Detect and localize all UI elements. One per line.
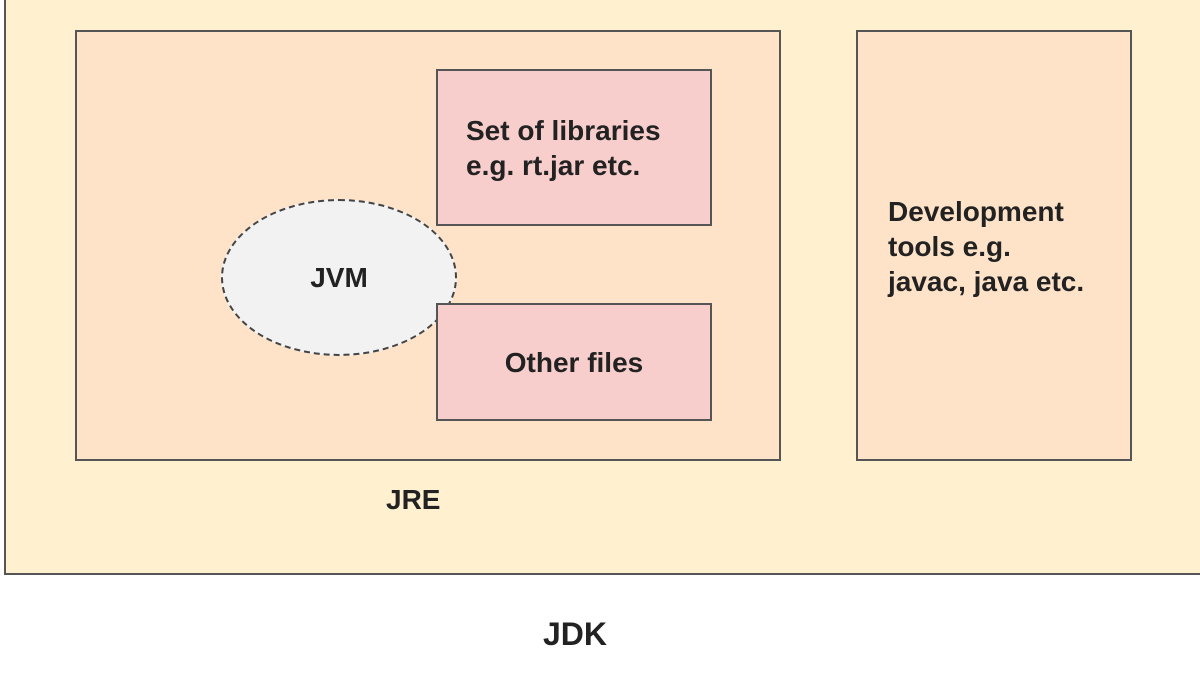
jre-label: JRE	[386, 484, 441, 515]
development-tools-node: Development tools e.g. javac, java etc.	[856, 30, 1132, 461]
other-files-label: Other files	[504, 346, 644, 378]
jvm-node: JVM	[221, 199, 457, 356]
other-files-node: Other files	[436, 303, 712, 421]
jdk-label: JDK	[543, 616, 608, 652]
libraries-label: Set of libraries e.g. rt.jar etc.	[466, 115, 661, 181]
development-tools-label: Development tools e.g. javac, java etc.	[888, 196, 1085, 297]
libraries-node: Set of libraries e.g. rt.jar etc.	[436, 69, 712, 226]
jvm-label: JVM	[310, 262, 368, 293]
